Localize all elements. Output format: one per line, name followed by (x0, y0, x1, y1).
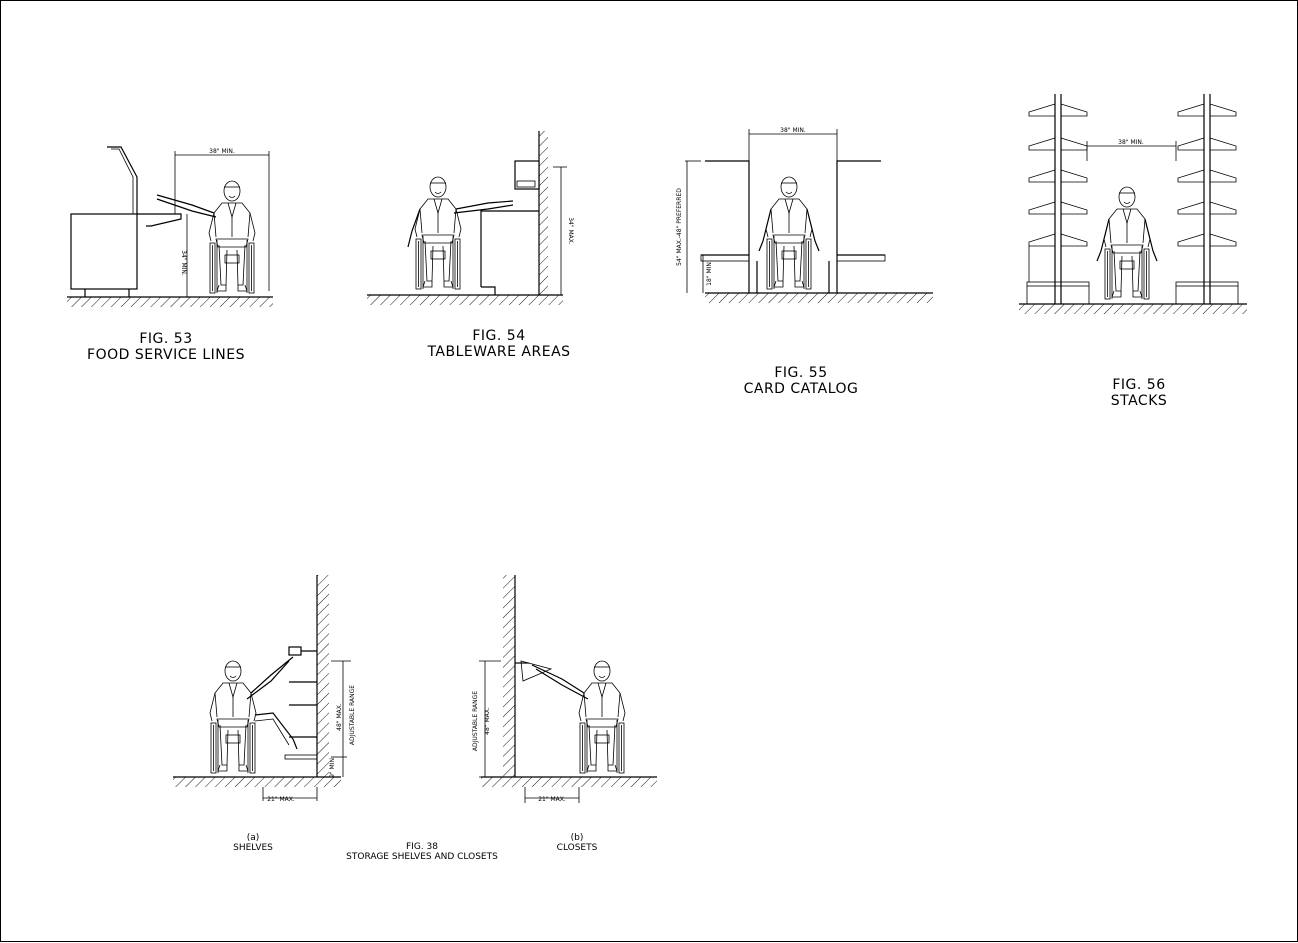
fig38a-low-dim: 9" MIN. (329, 756, 336, 778)
fig38b-closets: 21" MAX. ADJUSTABLE RANGE 48" MAX. (b) C… (472, 575, 657, 853)
fig38a-label: (a) (247, 833, 260, 843)
fig38a-high-dim: 48" MAX. (336, 703, 343, 731)
fig38a-shelves: 21" MAX. 48" MAX. ADJUSTABLE RANGE 9" MI… (173, 575, 356, 853)
fig38b-title: CLOSETS (557, 843, 598, 853)
fig54-tableware-areas: 34" MAX. FIG. 54 TABLEWARE AREAS (367, 131, 574, 360)
fig53-height-dim: 34" MIN. (180, 250, 187, 276)
fig55-title: CARD CATALOG (744, 381, 859, 397)
fig53-width-dim: 38" MIN. (209, 148, 235, 155)
fig55-number: FIG. 55 (774, 365, 827, 381)
fig55-low-dim: 18" MIN. (706, 260, 713, 286)
fig38-title: STORAGE SHELVES AND CLOSETS (346, 852, 498, 862)
fig38-number: FIG. 38 (406, 842, 438, 852)
fig54-height-dim: 34" MAX. (567, 217, 574, 245)
fig56-title: STACKS (1111, 393, 1168, 409)
fig53-number: FIG. 53 (139, 331, 192, 347)
fig38b-range-dim: ADJUSTABLE RANGE (472, 691, 479, 751)
fig38b-label: (b) (571, 833, 584, 843)
fig38b-depth-dim: 21" MAX. (538, 796, 566, 803)
fig55-range-dim: 54" MAX.-48" PREFERRED (676, 188, 683, 266)
fig56-width-dim: 38" MIN. (1118, 139, 1144, 146)
fig54-title: TABLEWARE AREAS (426, 344, 570, 360)
fig53-food-service-lines: 38" MIN. 34" MIN. FIG. 53 FOOD SERVICE L… (67, 146, 273, 363)
fig38a-depth-dim: 21" MAX. (267, 796, 295, 803)
fig53-title: FOOD SERVICE LINES (87, 347, 245, 363)
fig55-width-dim: 38" MIN. (780, 127, 806, 134)
fig38a-title: SHELVES (233, 843, 273, 853)
fig56-number: FIG. 56 (1112, 377, 1165, 393)
fig38a-range-dim: ADJUSTABLE RANGE (349, 685, 356, 745)
fig56-stacks: 38" MIN. FIG. 56 STACKS (1019, 93, 1247, 409)
fig38b-high-dim: 48" MAX. (484, 707, 491, 735)
fig55-card-catalog: 38" MIN. 54" MAX.-48" PREFERRED 18" MIN.… (676, 127, 933, 397)
fig54-number: FIG. 54 (472, 328, 525, 344)
